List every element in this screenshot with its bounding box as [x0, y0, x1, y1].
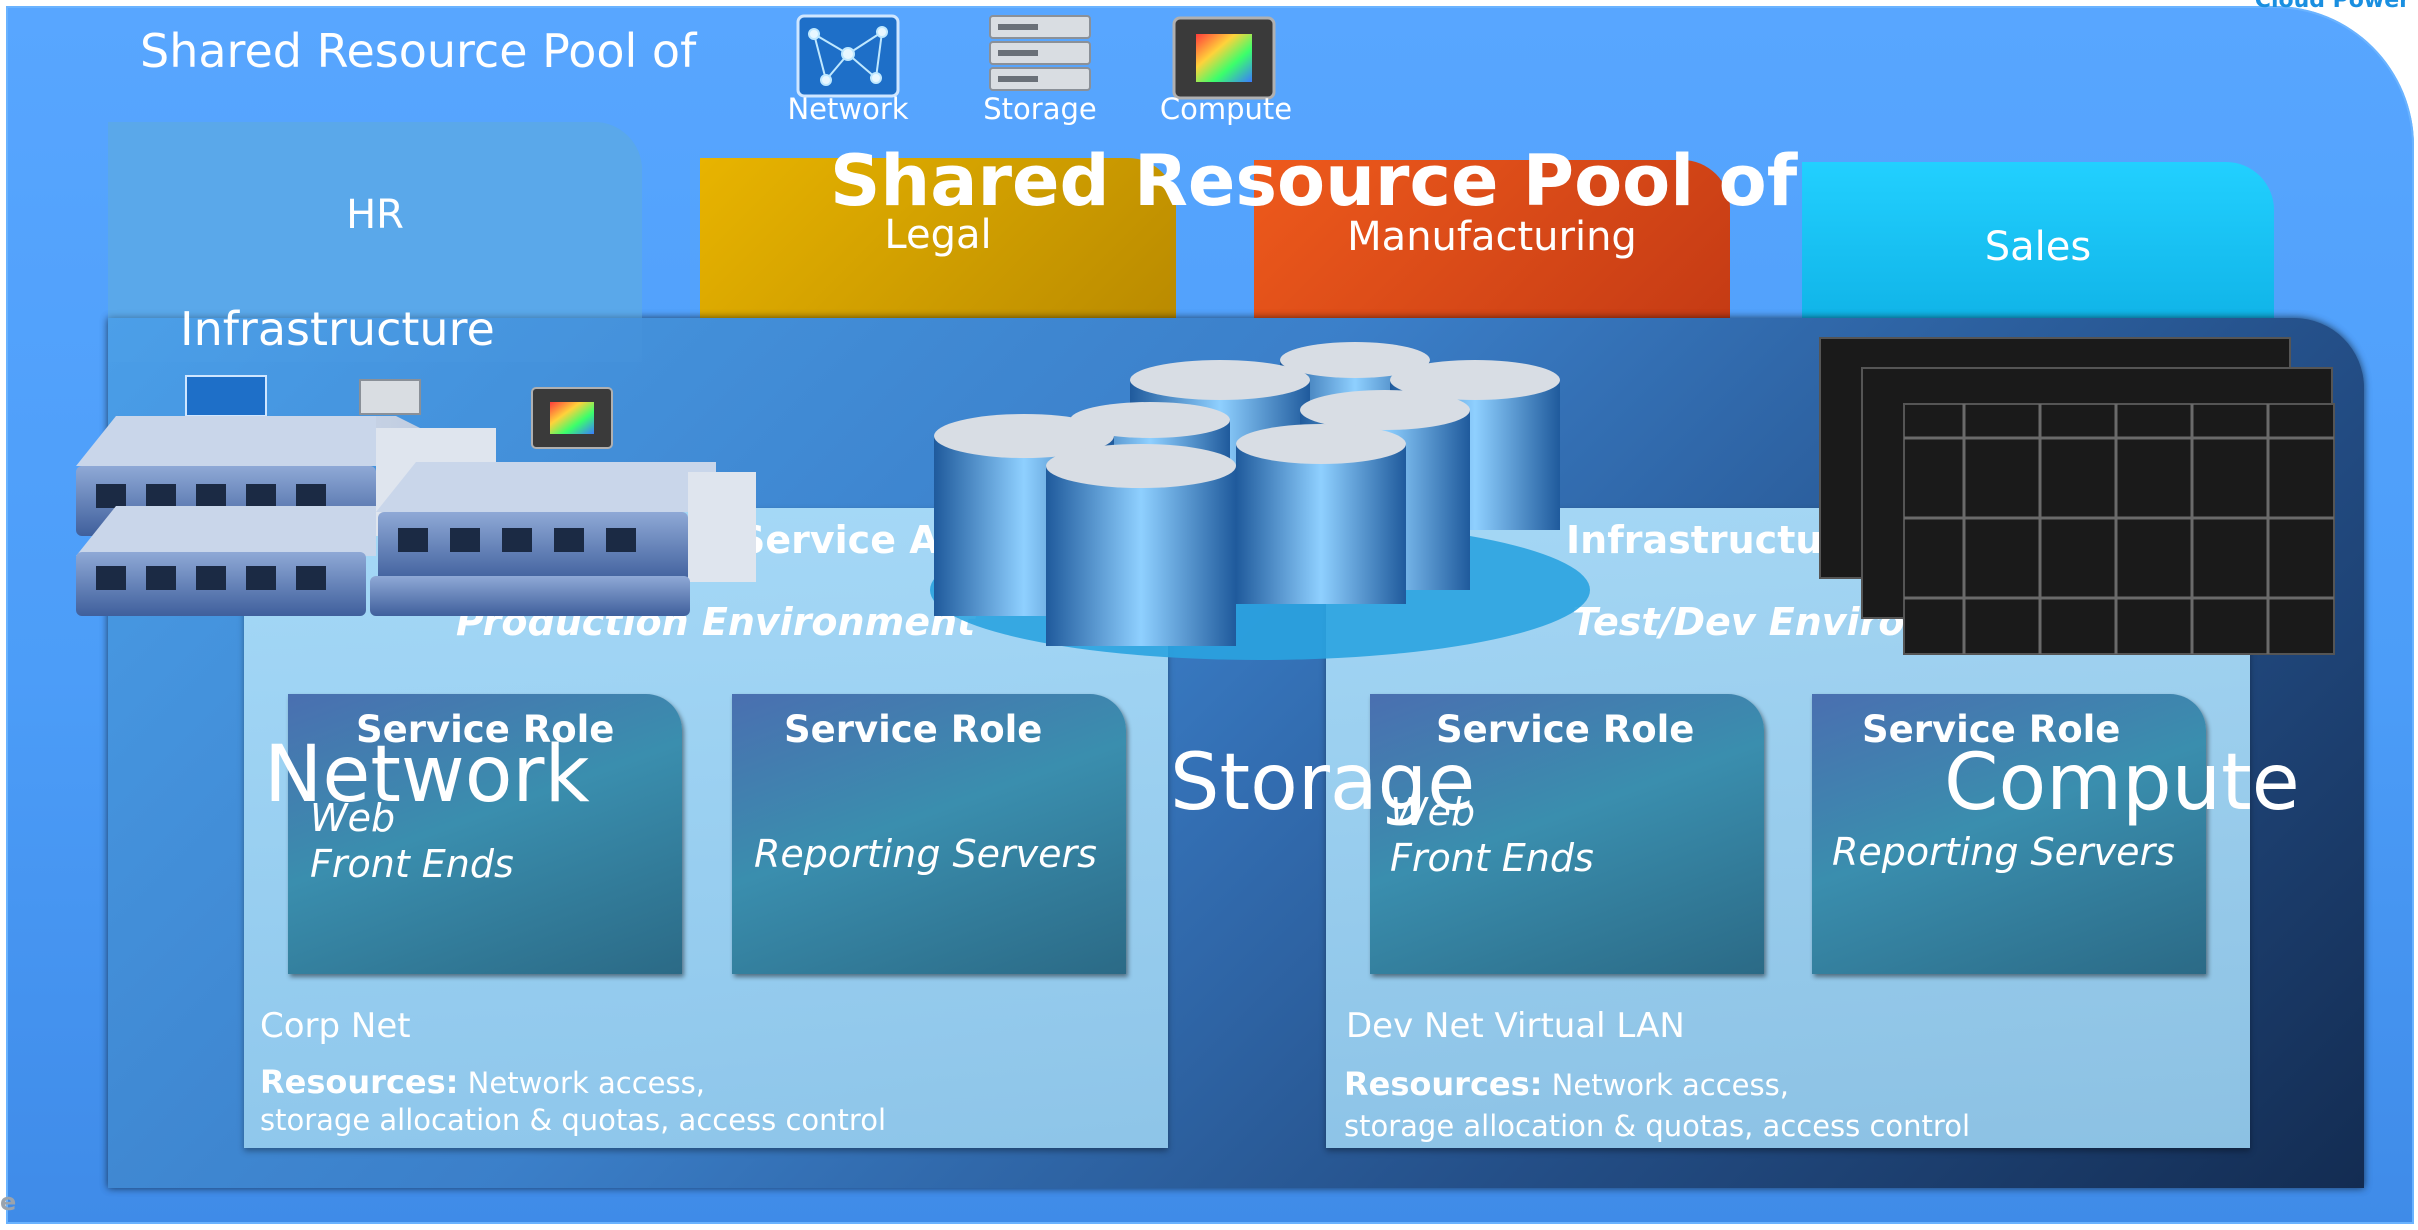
network-name: Dev Net Virtual LAN: [1346, 1006, 1685, 1046]
network-label: Network: [787, 92, 909, 126]
resources-line1: Resources: Network access,: [1344, 1066, 1789, 1103]
cut-off-text: e: [0, 1188, 17, 1216]
tab-manufacturing[interactable]: Manufacturing: [1254, 160, 1730, 330]
resources-label: Resources:: [260, 1063, 459, 1101]
resources-text: Network access,: [1551, 1068, 1789, 1102]
tab-hr-label-front: HR: [346, 192, 404, 238]
network-name: Corp Net: [260, 1006, 411, 1046]
infrastructure-label: Infrastructure: [180, 302, 495, 356]
resources-line2: storage allocation & quotas, access cont…: [260, 1103, 887, 1137]
resources-text: Network access,: [467, 1066, 705, 1100]
compute-icon: [1172, 16, 1276, 100]
resources-label: Resources:: [1344, 1065, 1543, 1103]
tab-sales[interactable]: Sales: [1802, 162, 2274, 332]
production-environment-panel: Service A Production Environment Service…: [244, 508, 1168, 1148]
service-role-title: Service Role: [356, 708, 615, 751]
service-role-title: Service Role: [784, 708, 1043, 751]
service-role-text-line1: Web: [1390, 790, 1476, 834]
tab-legal[interactable]: Legal: [700, 158, 1176, 328]
service-role-reporting-servers[interactable]: Service Role Reporting Servers: [732, 694, 1126, 974]
resources-line2: storage allocation & quotas, access cont…: [1344, 1109, 1971, 1143]
network-overlay-label: Network: [264, 730, 590, 820]
tab-hr-overlay: HR: [108, 122, 642, 322]
header-title: Shared Resource Pool of: [140, 24, 697, 78]
storage-icon: [988, 14, 1092, 94]
tab-sales-label: Sales: [1984, 224, 2092, 270]
service-role-web-front-ends[interactable]: Service Role Web Front Ends: [288, 694, 682, 974]
compute-overlay-label: Compute: [1944, 738, 2300, 828]
storage-label: Storage: [983, 92, 1097, 126]
service-role-reporting-servers[interactable]: Service Role Reporting Servers: [1812, 694, 2206, 974]
service-role-text-line1: Reporting Servers: [754, 832, 1097, 876]
service-role-web-front-ends[interactable]: Service Role Web Front Ends: [1370, 694, 1764, 974]
tab-legal-label: Legal: [884, 212, 992, 258]
storage-disks-illustration: [900, 340, 1600, 670]
service-role-title: Service Role: [1436, 708, 1695, 751]
storage-overlay-label: Storage: [1170, 738, 1476, 828]
network-switch-illustration: [76, 375, 756, 616]
tab-manufacturing-label: Manufacturing: [1347, 214, 1637, 260]
compute-label: Compute: [1159, 92, 1293, 126]
corner-brand-text: Cloud Power: [2254, 0, 2410, 13]
service-role-title: Service Role: [1862, 708, 2121, 751]
resources-line1: Resources: Network access,: [260, 1064, 705, 1101]
service-role-text-line1: Web: [310, 796, 396, 840]
compute-servers-illustration: [1814, 328, 2335, 658]
environment-title: Service A: [738, 518, 939, 562]
service-role-text-line1: Reporting Servers: [1832, 830, 2175, 874]
environment-title: Infrastructure: [1566, 518, 1867, 562]
service-role-text-line2: Front Ends: [1390, 836, 1594, 880]
network-icon: [796, 14, 900, 98]
service-role-text-line2: Front Ends: [310, 842, 514, 886]
center-title: Shared Resource Pool of: [830, 140, 1798, 222]
